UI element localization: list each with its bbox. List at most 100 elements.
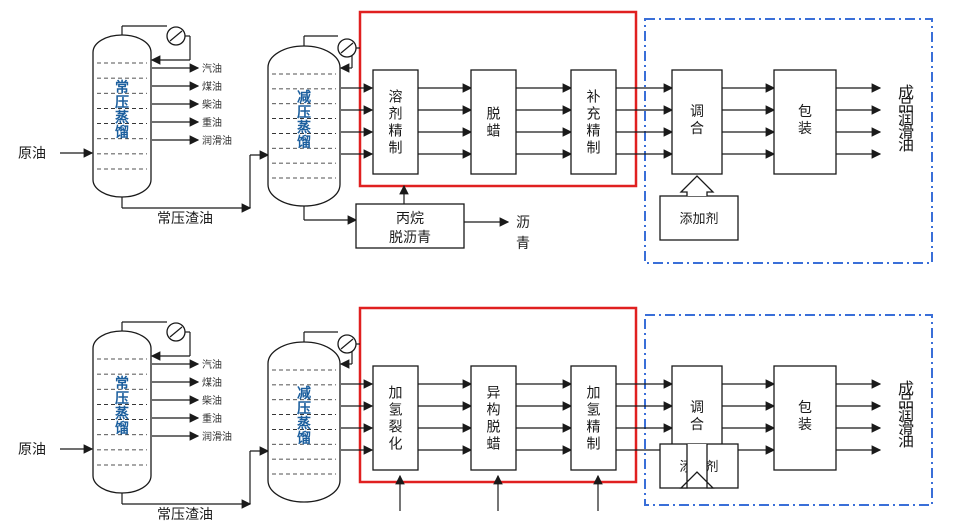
bottom-step-label-char: 制 [587,437,601,453]
bottom-output-label-char: 润 [898,405,914,424]
bottom-vac-tower-label-char: 压 [297,401,311,417]
bottom-step-box [570,365,617,471]
bottom-feed-label: 原油 [18,442,46,458]
top-additive-arrow [679,175,715,196]
top-step-label: 脱蜡 [487,107,501,140]
top-step-box [372,69,419,175]
bottom-step-label-char: 构 [487,403,501,419]
bottom-vac-tower-label-char: 馏 [296,430,311,447]
bottom-blend-label-char: 合 [690,417,704,433]
top-atm-tower-label-char: 常 [115,79,129,96]
top-pack-box [773,69,837,175]
bottom-atm-tower-vessel [92,330,152,494]
top-red-frame [358,10,638,188]
top-additive-label: 添加剂 [679,212,718,227]
top-step-label-char: 蜡 [487,124,501,140]
bottom-atm-tower-label-char: 馏 [114,420,129,437]
top-vac-condenser-mark [340,42,354,54]
bottom-product-label: 柴油 [202,394,222,407]
bottom-product-label: 煤油 [202,376,222,389]
top-product-label: 煤油 [202,80,222,93]
bottom-process-row: 原油常压蒸馏汽油煤油柴油重油润滑油常压渣油减压蒸馏加氢裂化H₂异构脱蜡H₂加氢精… [18,306,933,532]
top-atm-tower-label-char: 压 [115,95,129,111]
bottom-blue-frame [644,314,933,506]
top-product-label: 柴油 [202,98,222,111]
top-step-label-char: 精 [389,124,403,140]
bottom-product-label: 润滑油 [202,430,232,443]
bottom-step-label-char: 蜡 [487,437,501,453]
top-vac-tower-label-char: 蒸 [297,119,311,136]
bottom-product-label: 重油 [202,412,222,425]
bottom-atm-condenser-mark [169,326,183,338]
bottom-step-label-char: 脱 [487,420,501,436]
top-atm-condenser-mark [169,30,183,42]
top-step-label-char: 剂 [389,107,403,123]
top-asphalt-label-1: 沥 [516,215,530,231]
top-step-label-char: 脱 [487,107,501,123]
bottom-step-box [470,365,517,471]
top-atm-tower-vessel [92,34,152,198]
top-vac-tower-label-char: 减 [297,89,311,106]
top-step-label-char: 制 [587,141,601,157]
top-feed-label: 原油 [18,146,46,162]
bottom-step-label-char: 加 [587,386,601,402]
top-step-label-char: 精 [587,124,601,140]
top-deasphalt-box [355,203,465,249]
top-blend-label-char: 合 [690,121,704,137]
bottom-hydrogen-label: H₂ [589,530,606,532]
bottom-blend-label: 调合 [690,400,704,433]
bottom-step-label-char: 氢 [389,403,403,419]
bottom-output-label-char: 滑 [898,418,914,437]
top-vac-tower-vessel [267,45,341,207]
top-deasphalt-label-1: 丙烷 [396,211,424,227]
bottom-blend-label-char: 调 [690,400,704,416]
top-pack-label-char: 包 [798,104,812,120]
bottom-pack-label-char: 装 [798,417,812,433]
bottom-product-label: 汽油 [202,358,222,371]
top-blend-box [671,69,723,175]
top-step-box [570,69,617,175]
bottom-step-box [372,365,419,471]
top-output-label-char: 品 [898,96,914,115]
bottom-step-label-char: 加 [389,386,403,402]
bottom-pack-label-char: 包 [798,400,812,416]
top-step-label-char: 溶 [389,90,403,106]
bottom-pack-box [773,365,837,471]
top-atm-tower-label-char: 馏 [114,124,129,141]
bottom-output-label-char: 油 [898,431,914,450]
top-pack-label: 包装 [798,104,812,137]
bottom-hydrogen-label: H₂ [489,530,506,532]
bottom-residue-label: 常压渣油 [157,507,213,523]
top-product-label: 汽油 [202,62,222,75]
bottom-output-label-char: 成 [898,379,914,398]
bottom-atm-tower-label-char: 常 [115,375,129,392]
top-output-label-char: 油 [898,135,914,154]
top-residue-label: 常压渣油 [157,211,213,227]
top-blue-frame [644,18,933,264]
top-step-label-char: 充 [587,107,601,123]
top-step-box [470,69,517,175]
top-vac-tower-label-char: 馏 [296,134,311,151]
top-product-label: 重油 [202,116,222,129]
top-step-label-char: 补 [587,90,601,106]
top-pack-label-char: 装 [798,121,812,137]
top-output-label-char: 成 [898,83,914,102]
top-step-label-char: 制 [389,141,403,157]
top-deasphalt-label-2: 脱沥青 [389,230,431,246]
bottom-vac-tower-label-char: 减 [297,385,311,402]
bottom-additive-arrow [679,444,715,489]
bottom-atm-tower-label-char: 蒸 [115,405,129,422]
bottom-pack-label: 包装 [798,400,812,433]
top-process-row: 原油常压蒸馏汽油煤油柴油重油润滑油常压渣油减压蒸馏溶剂精制脱蜡补充精制调合包装成… [18,10,933,264]
bottom-atm-tower-label-char: 压 [115,391,129,407]
bottom-vac-tower-vessel [267,341,341,503]
